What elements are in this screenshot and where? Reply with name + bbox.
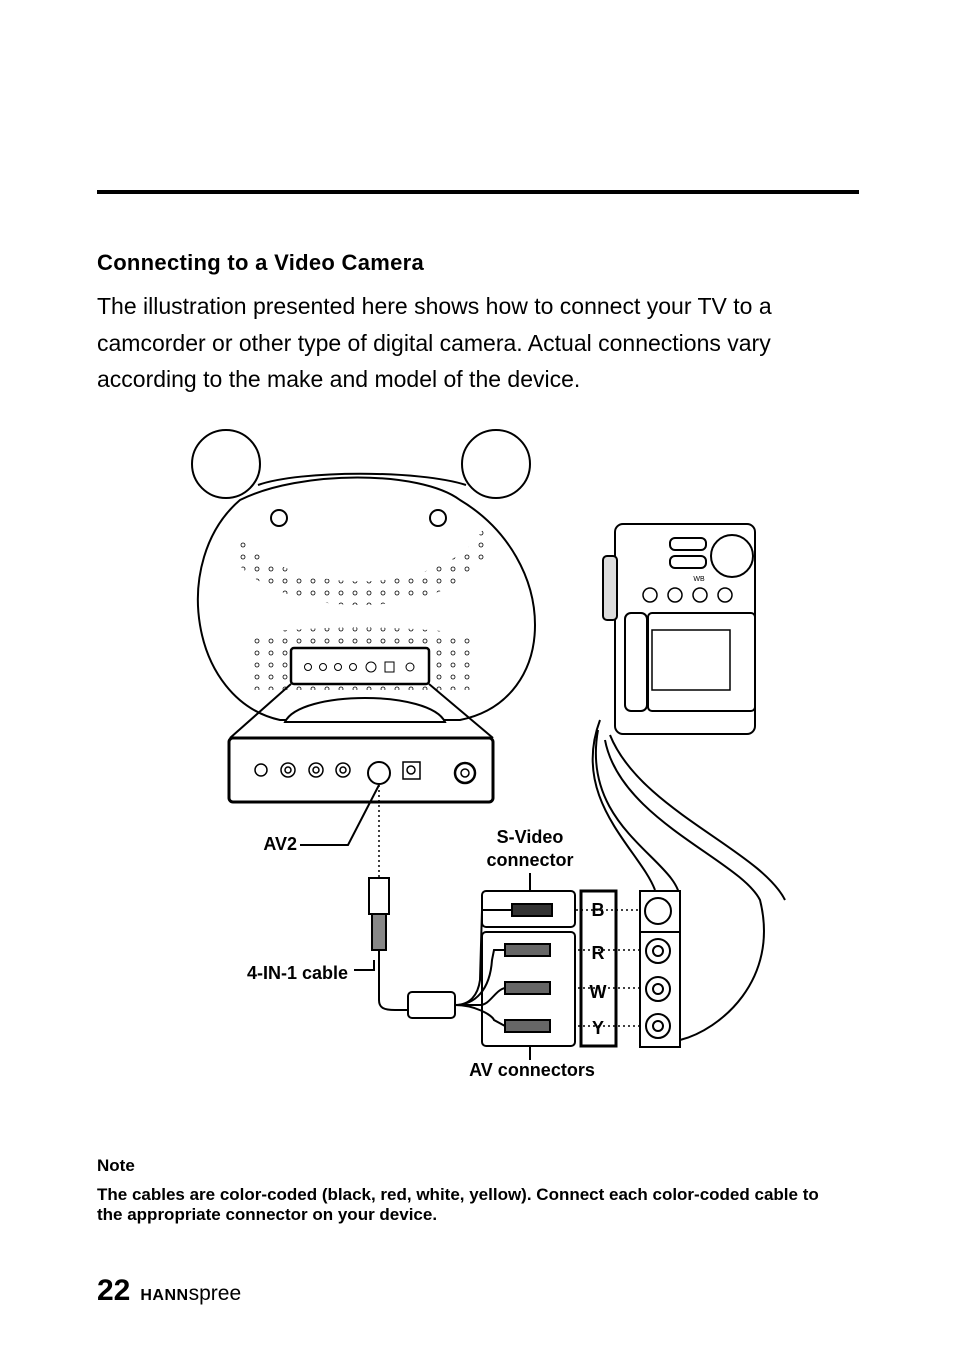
svideo-label-line2: connector	[486, 850, 573, 870]
camcorder-illustration: WB	[602, 523, 756, 735]
red-plug-icon	[504, 943, 551, 957]
tv-port-strip-icons	[304, 661, 415, 673]
camera-button-row	[642, 587, 733, 603]
color-code-red: R	[592, 943, 605, 963]
brand-logo-bold: HANN	[140, 1287, 189, 1304]
av-video-jack-icon	[335, 762, 351, 778]
tv-port-panel-icons	[254, 761, 477, 785]
brand-logo: HANNspree	[140, 1282, 241, 1306]
yellow-plug-icon	[504, 1019, 551, 1033]
section-heading: Connecting to a Video Camera	[97, 250, 425, 275]
note-title: Note	[97, 1156, 135, 1175]
brand-logo-light: spree	[188, 1282, 242, 1305]
tv-port-strip	[289, 646, 431, 686]
intro-paragraph: The illustration presented here shows ho…	[97, 293, 772, 392]
tv-right-ear-icon	[461, 429, 531, 499]
label-leader-lines	[300, 784, 531, 1060]
av2-label: AV2	[263, 834, 297, 854]
four-in-one-cable	[368, 877, 512, 1027]
tv-left-ear-icon	[191, 429, 261, 499]
tv-port-panel-zoom	[227, 736, 495, 804]
connection-guide-lines	[378, 785, 640, 1027]
av-audio-jack-icon	[308, 762, 324, 778]
note-body: The cables are color-coded (black, red, …	[97, 1185, 819, 1224]
headphone-jack-icon	[254, 763, 268, 777]
page-number: 22	[97, 1274, 131, 1307]
tv-right-knob-icon	[429, 509, 447, 527]
camera-wb-label: WB	[693, 576, 705, 583]
camera-svideo-jack-icon	[644, 897, 672, 925]
av-connectors-label: AV connectors	[469, 1060, 595, 1080]
cable-splitter-icon	[407, 991, 456, 1019]
page-footer: 22 HANNspree	[97, 1274, 241, 1308]
camera-lens-ring-icon	[602, 555, 618, 621]
color-code-white: W	[590, 982, 607, 1002]
cable-label: 4-IN-1 cable	[247, 963, 348, 983]
camera-cable-bundle	[591, 719, 786, 1041]
top-rule	[97, 190, 859, 194]
camera-jack-panel	[639, 890, 681, 1048]
color-code-yellow: Y	[592, 1018, 604, 1038]
color-code-box	[579, 889, 618, 1048]
tv-left-knob-icon	[270, 509, 288, 527]
svideo-plug-icon	[511, 903, 553, 917]
antenna-input-icon	[453, 761, 477, 785]
av-plug-group	[481, 890, 576, 1047]
white-plug-icon	[504, 981, 551, 995]
av-audio-jack-icon	[280, 762, 296, 778]
tv-illustration	[191, 429, 536, 804]
camera-mode-dial-icon	[710, 534, 754, 578]
dc-input-icon	[402, 761, 421, 780]
av2-connector-icon	[367, 761, 391, 785]
cable-plug-icon	[368, 877, 390, 915]
svideo-label-line1: S-Video	[497, 827, 564, 847]
